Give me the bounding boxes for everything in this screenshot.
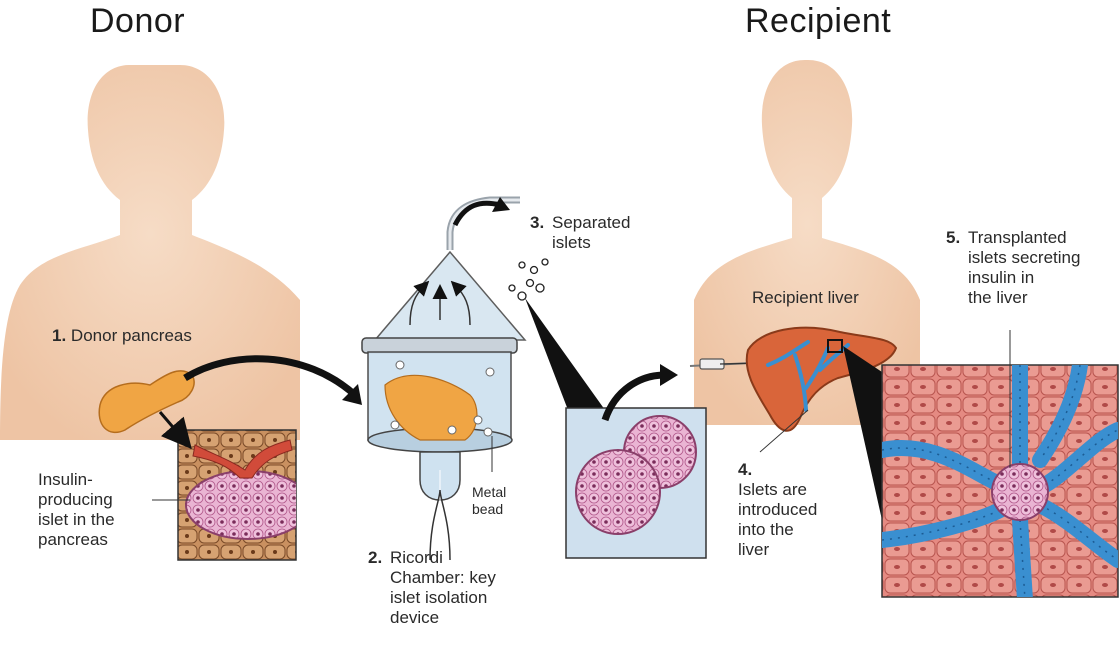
step-2-number: 2. (368, 548, 382, 568)
step-4-text: Islets are introduced into the liver (738, 480, 878, 560)
liver-tissue-inset (882, 365, 1118, 600)
islet-cluster-inset (566, 408, 706, 558)
donor-body (0, 65, 300, 440)
metal-bead-label: Metal bead (472, 484, 506, 518)
step-1-label: 1. Donor pancreas (52, 326, 192, 346)
step-3-label: 3. Separated islets (530, 213, 680, 253)
magnifier-wedge-islets (525, 298, 605, 410)
step-3-text: Separated islets (552, 213, 680, 253)
step-2-label: 2. Ricordi Chamber: key islet isolation … (368, 548, 528, 628)
islet-in-pancreas-label: Insulin- producing islet in the pancreas (38, 470, 115, 550)
arrow-islets-to-syringe-head (660, 364, 678, 386)
donor-title: Donor (90, 2, 185, 41)
step-2-text: Ricordi Chamber: key islet isolation dev… (390, 548, 528, 628)
step-3-number: 3. (530, 213, 544, 233)
step-5-text: Transplanted islets secreting insulin in… (968, 228, 1120, 308)
step-4-label: 4. Islets are introduced into the liver (738, 460, 878, 560)
step-4-number: 4. (738, 460, 878, 480)
islet-in-pancreas-inset (160, 412, 310, 560)
step-5-label: 5. Transplanted islets secreting insulin… (946, 228, 1120, 308)
step-1-number: 1. (52, 326, 66, 345)
step-5-number: 5. (946, 228, 960, 248)
recipient-liver-label: Recipient liver (752, 288, 859, 308)
step-1-text: Donor pancreas (71, 326, 192, 345)
separated-islets (509, 259, 548, 300)
recipient-title: Recipient (745, 2, 891, 41)
